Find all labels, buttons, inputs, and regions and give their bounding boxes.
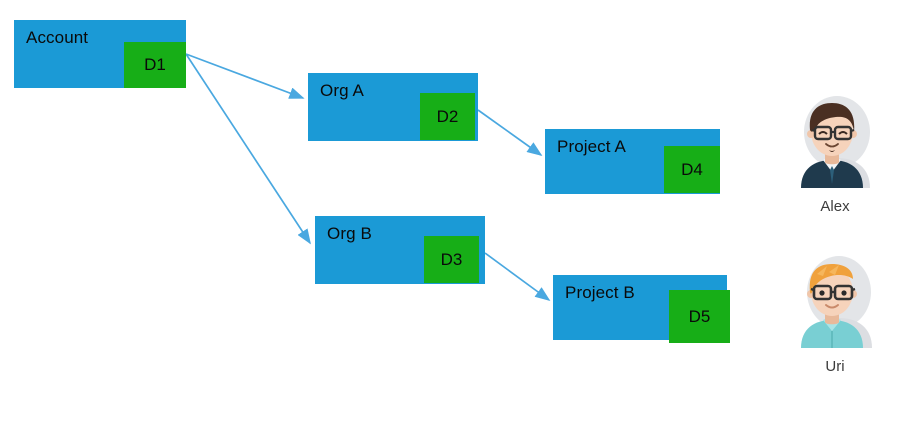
person-alex[interactable]: Alex [780, 92, 890, 216]
badge-d3-label: D3 [440, 250, 463, 269]
connector-org-b-to-project-b [484, 252, 551, 302]
badge-d5-label: D5 [688, 307, 711, 326]
node-project-b-label: Project B [565, 283, 635, 302]
avatar-icon-alex [801, 96, 870, 188]
node-account-label: Account [26, 28, 89, 47]
node-org-b-label: Org B [327, 224, 372, 243]
node-org-a-label: Org A [320, 81, 364, 100]
avatar-icon-uri [801, 256, 872, 348]
person-alex-name: Alex [820, 198, 850, 215]
connector-org-a-to-project-a [477, 109, 543, 156]
connector-account-to-org-b [185, 53, 311, 245]
person-uri-name: Uri [825, 358, 845, 375]
badge-d1-label: D1 [144, 55, 166, 74]
connector-account-to-org-a [185, 53, 305, 99]
node-project-a-label: Project A [557, 137, 626, 156]
badge-d4-label: D4 [681, 160, 703, 179]
person-uri[interactable]: Uri [780, 252, 890, 376]
badge-d1[interactable]: D1 [124, 42, 186, 88]
badge-d3[interactable]: D3 [424, 236, 479, 283]
badge-d5[interactable]: D5 [669, 290, 730, 343]
badge-d4[interactable]: D4 [664, 146, 720, 193]
badge-d2[interactable]: D2 [420, 93, 475, 140]
badge-d2-label: D2 [436, 107, 459, 126]
